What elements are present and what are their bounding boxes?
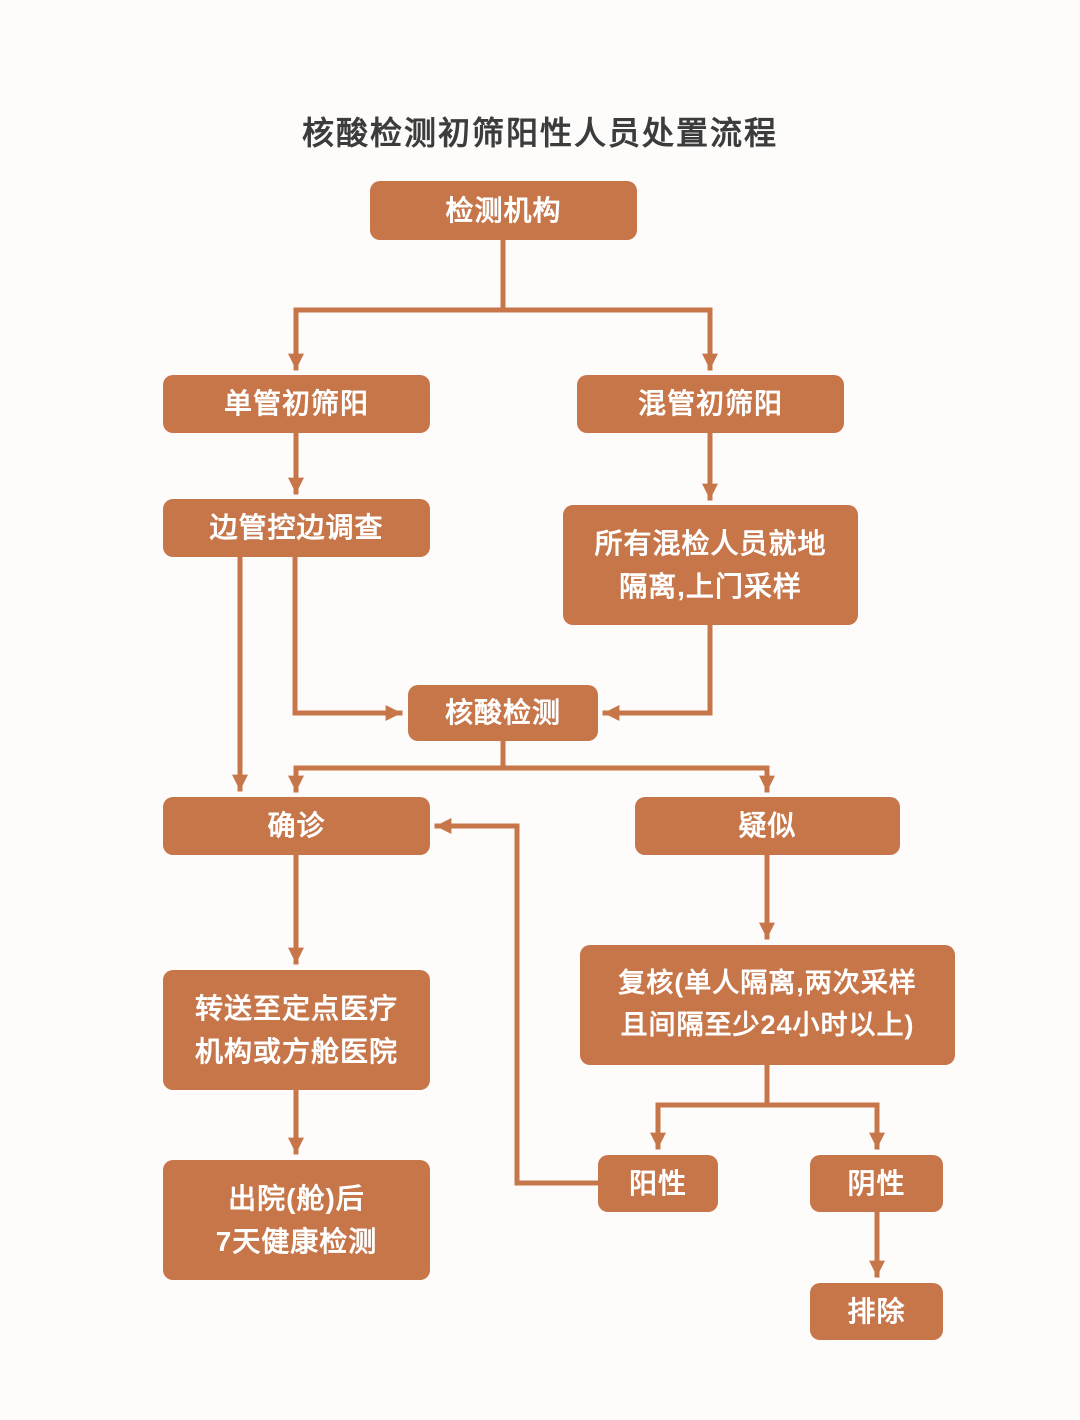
node-suspected: 疑似 [635,797,900,855]
node-single-tube-positive: 单管初筛阳 [163,375,430,433]
node-control-and-investigate: 边管控边调查 [163,499,430,557]
node-post-discharge-monitoring: 出院(舱)后 7天健康检测 [163,1160,430,1280]
node-nucleic-acid-test: 核酸检测 [408,685,598,741]
page-title: 核酸检测初筛阳性人员处置流程 [301,115,778,151]
node-excluded: 排除 [810,1283,943,1340]
node-transfer-hospital: 转送至定点医疗 机构或方舱医院 [163,970,430,1090]
node-testing-agency: 检测机构 [370,181,637,240]
node-mixed-group-quarantine: 所有混检人员就地 隔离,上门采样 [563,505,858,625]
node-positive: 阳性 [598,1155,718,1212]
node-confirmed: 确诊 [163,797,430,855]
node-negative: 阴性 [810,1155,943,1212]
node-mixed-tube-positive: 混管初筛阳 [577,375,844,433]
node-recheck: 复核(单人隔离,两次采样 且间隔至少24小时以上) [580,945,955,1065]
